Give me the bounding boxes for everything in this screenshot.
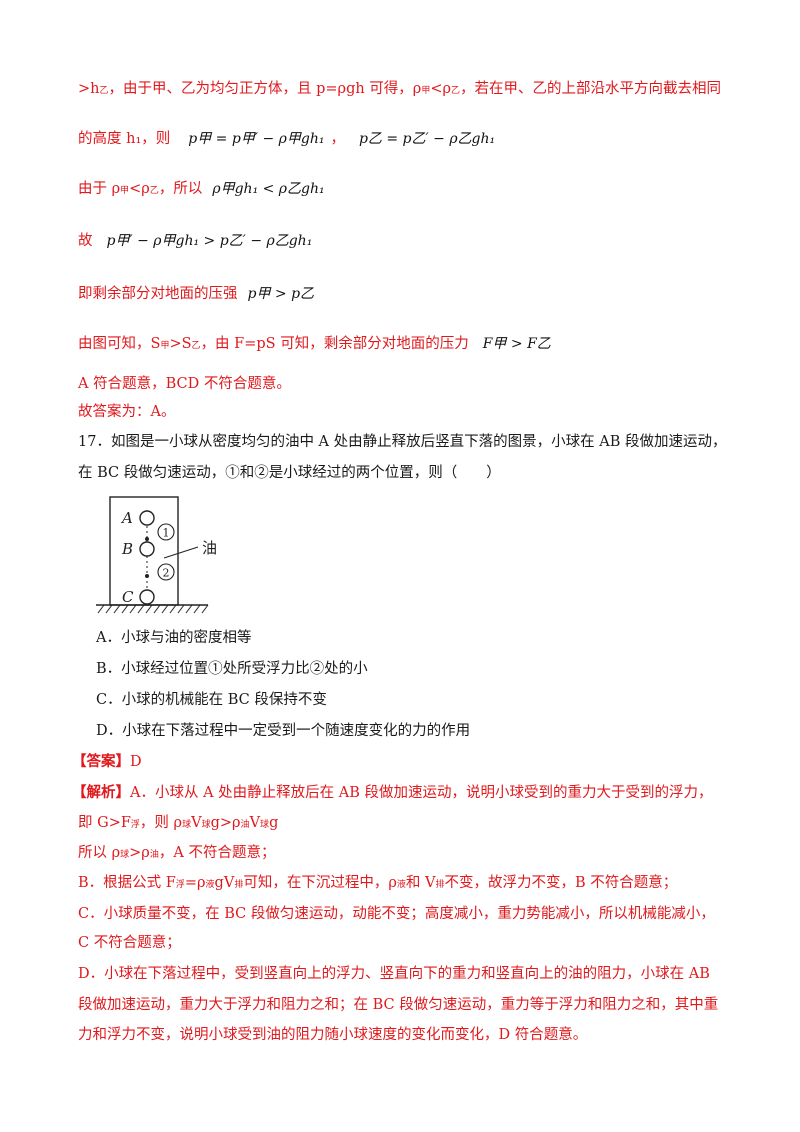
analysis-d-line-2: 段做加速运动，重力大于浮力和阻力之和；在 BC 段做匀速运动，重力等于浮力和阻力…	[78, 997, 719, 1013]
ball-at-c	[139, 589, 155, 605]
analysis-b-line: B．根据公式 F浮=ρ液gV排可知，在下沉过程中，ρ液和 V排不变，故浮力不变，…	[78, 875, 678, 891]
analysis-d-line-3: 力和浮力不变，说明小球受到油的阻力随小球速度的变化而变化，D 符合题意。	[78, 1027, 588, 1043]
question-stem-line-1: 17．如图是一小球从密度均匀的油中 A 处由静止释放后竖直下落的图景，小球在 A…	[78, 434, 727, 450]
position-2-label: 2	[163, 567, 170, 580]
analysis-a-line-3: 所以 ρ球>ρ油，A 不符合题意；	[78, 845, 276, 861]
formula-inequality-2: p甲′ − ρ甲gh₁ > p乙′ − ρ乙gh₁	[106, 233, 313, 249]
ground-hatching	[97, 604, 209, 614]
analysis-a-line-1: 【解析】A．小球从 A 处由静止释放后在 AB 段做加速运动，说明小球受到的重力…	[72, 784, 713, 801]
ball-at-b	[139, 541, 155, 557]
option-a[interactable]: A．小球与油的密度相等	[96, 630, 252, 646]
ball-at-a	[139, 510, 155, 526]
path-dot	[145, 537, 149, 541]
option-c[interactable]: C．小球的机械能在 BC 段保持不变	[96, 692, 327, 708]
position-2-marker	[157, 563, 175, 581]
formula-inequality-1: ρ甲gh₁ < ρ乙gh₁	[212, 181, 325, 197]
label-a: A	[120, 509, 133, 527]
answer-line: 【答案】D	[72, 752, 142, 772]
position-1-label: 1	[163, 527, 170, 540]
formula-pressure-compare: p甲 > p乙	[247, 286, 315, 302]
option-d[interactable]: D．小球在下落过程中一定受到一个随速度变化的力的作用	[96, 723, 471, 739]
analysis-label: 【解析】	[72, 784, 130, 801]
question-figure: 1 2 A B C 油	[96, 496, 217, 614]
formula-force-compare: F甲 > F乙	[482, 336, 551, 352]
analysis-d-line-1: D．小球在下落过程中，受到竖直向上的浮力、竖直向下的重力和竖直向上的油的阻力，小…	[78, 966, 710, 982]
question-number: 17．	[78, 434, 111, 450]
analysis-a-line-2: 即 G>F浮，则 ρ球V球g>ρ油V球g	[78, 815, 279, 831]
analysis-c-line-1: C．小球质量不变，在 BC 段做匀速运动，动能不变；高度减小，重力势能减小，所以…	[78, 906, 715, 922]
path-dot	[145, 574, 149, 578]
solution-line-1: >h乙，由于甲、乙为均匀正方体，且 p=ρgh 可得，ρ甲<ρ乙，若在甲、乙的上…	[78, 81, 722, 97]
position-1-marker	[157, 523, 175, 541]
analysis-c-line-2: C 不符合题意；	[78, 935, 181, 951]
answer-value: D	[130, 754, 142, 770]
question-stem-line-2: 在 BC 段做匀速运动，①和②是小球经过的两个位置，则（ ）	[78, 465, 501, 481]
option-b[interactable]: B．小球经过位置①处所受浮力比②处的小	[96, 661, 368, 677]
formula-p-yi: p乙 = p乙′ − ρ乙gh₁	[358, 131, 496, 147]
label-b: B	[121, 540, 133, 558]
oil-leader-line	[163, 546, 199, 559]
answer-label: 【答案】	[72, 753, 130, 770]
formula-p-jia: p甲 = p甲′ − ρ甲gh₁	[188, 131, 325, 147]
solution-line-8: 故答案为：A。	[78, 404, 176, 420]
oil-label: 油	[202, 539, 217, 557]
label-c: C	[122, 588, 134, 606]
solution-line-7: A 符合题意，BCD 不符合题意。	[78, 376, 291, 392]
